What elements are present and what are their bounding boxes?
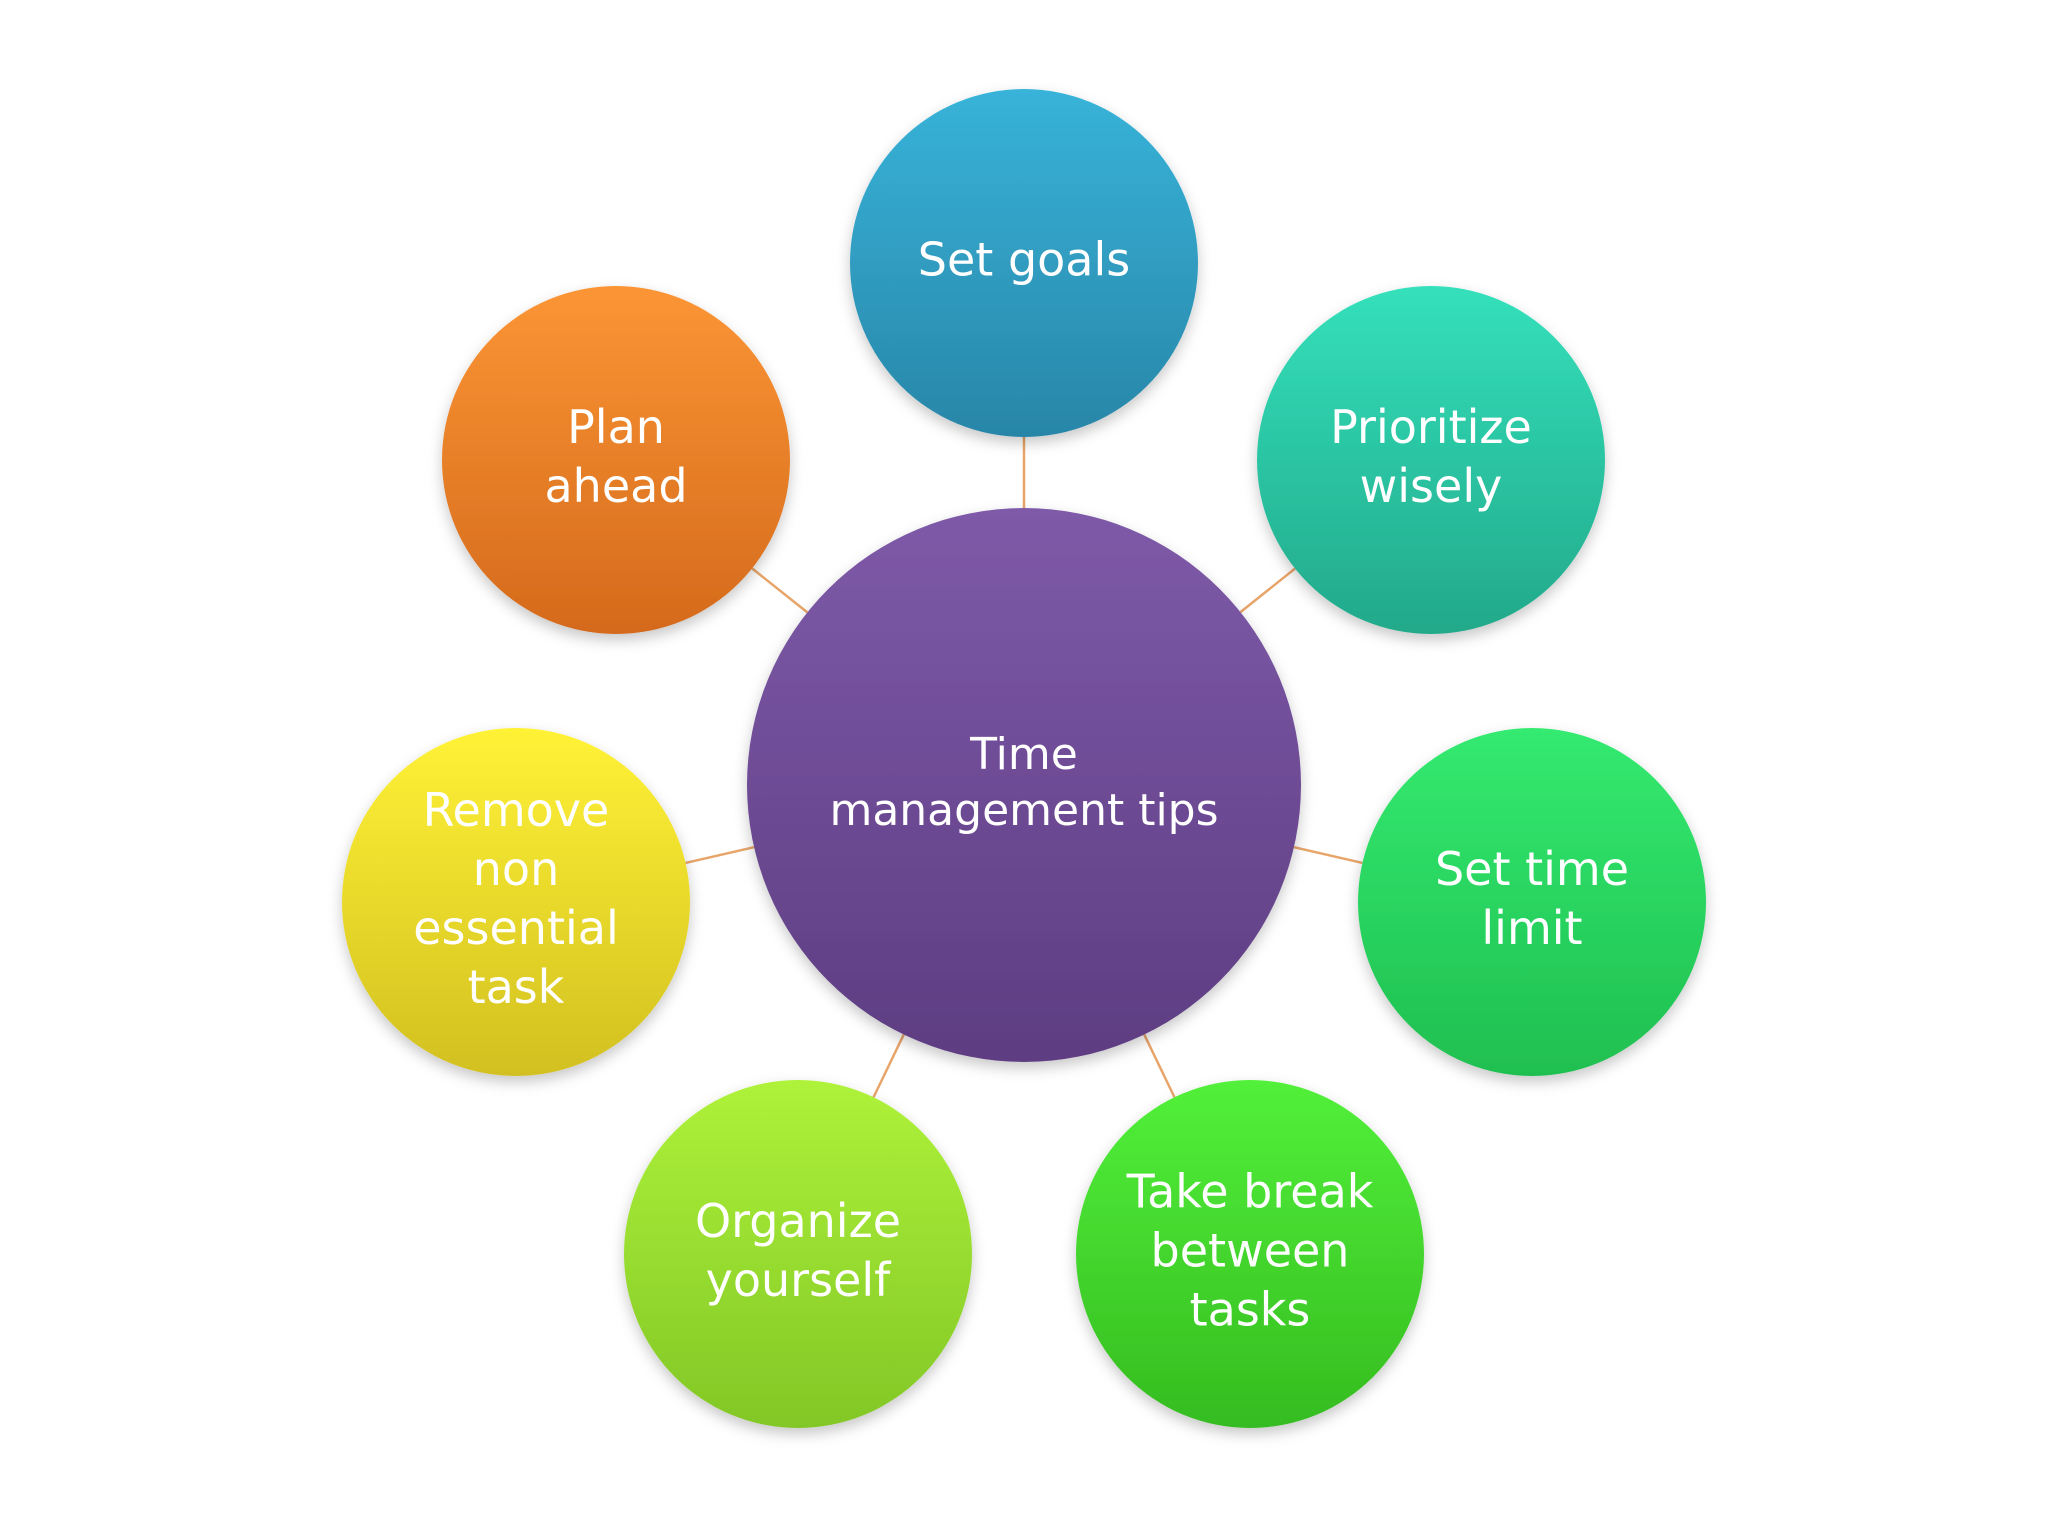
node-remove-non-essential-task-label-line: essential [413,901,618,955]
node-prioritize-wisely-label-line: wisely [1360,459,1503,513]
connector-set-time-limit [1293,845,1363,865]
node-remove-non-essential-task-label-line: task [468,960,565,1014]
node-set-time-limit-circle [1358,728,1706,1076]
node-remove-non-essential-task-circle [342,728,690,1076]
connector-remove-non-essential-task [685,845,755,865]
node-set-time-limit-label-line: limit [1481,901,1582,955]
connector-plan-ahead [751,567,809,614]
node-remove-non-essential-task-label-line: Remove [423,783,610,837]
connector-organize-yourself [872,1033,905,1098]
node-prioritize-wisely-label-line: Prioritize [1330,400,1532,454]
node-take-break-between-tasks-label-line: between [1151,1224,1350,1278]
node-set-goals: Set goals [850,89,1198,437]
center-node-circle [747,508,1301,1062]
node-set-goals-label-line: Set goals [918,233,1130,287]
node-plan-ahead-circle [442,286,790,634]
node-take-break-between-tasks-circle [1076,1080,1424,1428]
connector-take-break-between-tasks [1143,1033,1176,1098]
node-set-time-limit-label-line: Set time [1435,842,1629,896]
node-prioritize-wisely-circle [1257,286,1605,634]
node-plan-ahead-label-line: ahead [544,459,687,513]
node-set-goals-circle [850,89,1198,437]
connector-prioritize-wisely [1239,567,1296,614]
node-organize-yourself-label-line: Organize [695,1194,901,1248]
node-organize-yourself-circle [624,1080,972,1428]
node-remove-non-essential-task-label-line: non [473,842,559,896]
node-take-break-between-tasks-label-line: Take break [1126,1165,1374,1219]
center-node-label-line: Time [969,729,1078,780]
connector-lines [685,437,1363,1098]
node-plan-ahead-label-line: Plan [567,400,665,454]
node-organize-yourself-label-line: yourself [706,1253,892,1307]
center-node-label-line: management tips [829,785,1218,836]
node-take-break-between-tasks-label-line: tasks [1190,1283,1311,1337]
